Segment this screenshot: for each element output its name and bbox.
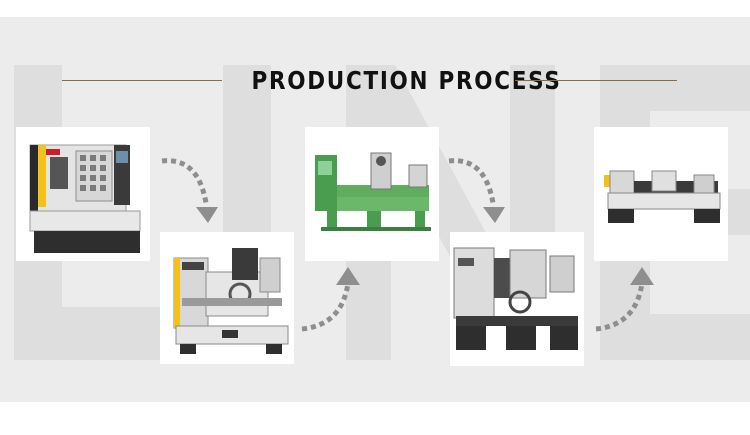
title-rule-left (62, 80, 222, 81)
arrow-step-2-to-3 (301, 267, 360, 332)
step-card-conventional-lathe (160, 232, 294, 364)
production-process-banner: PRODUCTION PROCESS (0, 17, 750, 402)
title-row: PRODUCTION PROCESS (0, 61, 750, 101)
arrow-step-3-to-4 (448, 158, 505, 223)
step-card-long-bed-lathe (594, 127, 728, 261)
arrow-step-4-to-5 (595, 267, 654, 332)
green-lathe-icon (315, 152, 431, 231)
step-card-heavy-duty-lathe (450, 232, 584, 366)
arrow-step-1-to-2 (161, 158, 218, 223)
cnc-lathe-icon (29, 144, 141, 253)
long-bed-lathe-icon (604, 170, 721, 223)
title-rule-right (515, 80, 677, 81)
step-card-green-lathe (305, 127, 439, 261)
heavy-duty-lathe-icon (453, 247, 578, 350)
conventional-lathe-icon (173, 248, 289, 354)
page-title: PRODUCTION PROCESS (251, 66, 562, 95)
step-card-cnc-lathe (16, 127, 150, 261)
